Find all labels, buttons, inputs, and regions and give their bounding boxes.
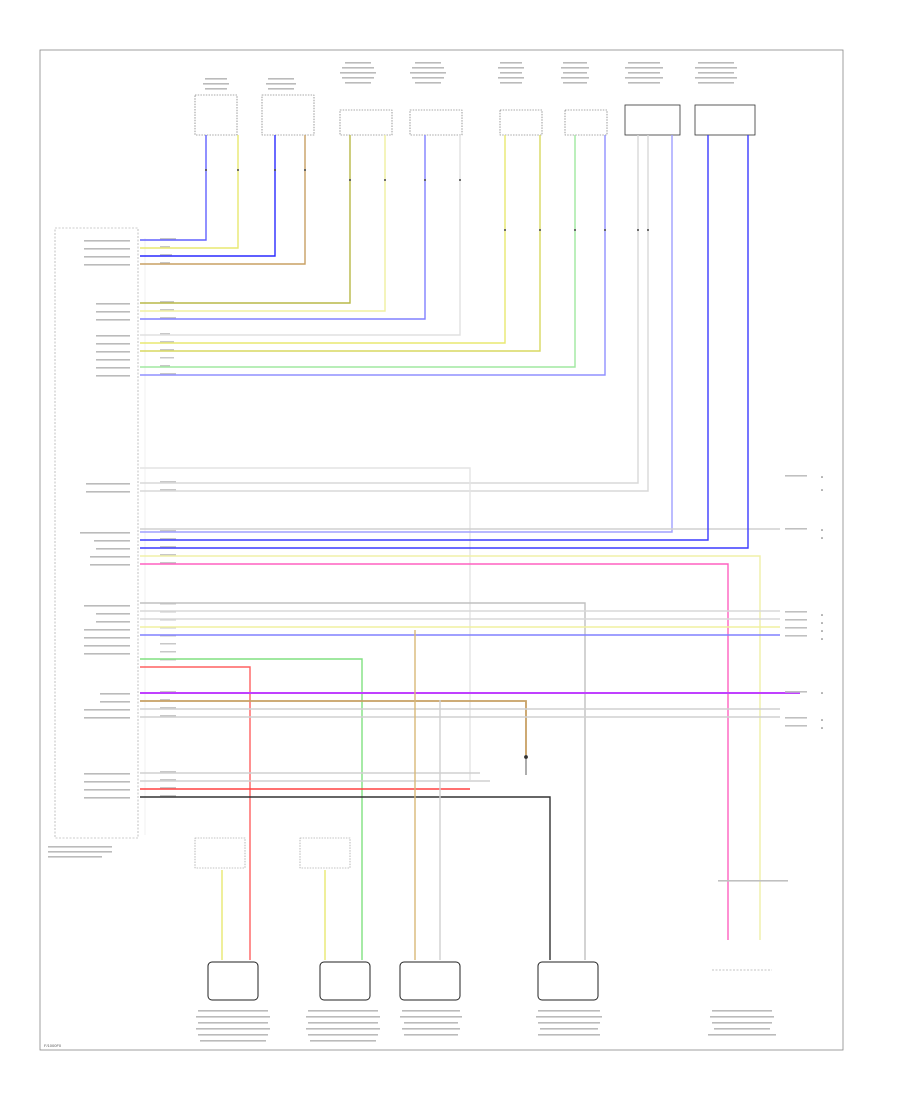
wire-blue-3	[140, 135, 709, 541]
bottom-label-placeholders	[196, 1010, 776, 1042]
component-box-2	[261, 94, 315, 136]
splice-marks	[205, 169, 649, 231]
bottom-component-1	[207, 961, 259, 1001]
wire-yellow-1	[140, 135, 239, 249]
wire-lightgreen	[140, 135, 576, 368]
component-box-6	[564, 109, 608, 136]
component-box-8	[694, 104, 756, 136]
wire-red-1	[140, 666, 251, 960]
wire-blue-1	[140, 135, 207, 241]
right-label-placeholders	[718, 475, 807, 882]
wire-lightblue-1	[140, 135, 426, 320]
wire-tan-2	[140, 700, 527, 755]
bottom-connectors	[194, 837, 351, 869]
component-box-7	[624, 104, 681, 136]
bottom-component-3	[399, 961, 461, 1001]
wire-yellow-4	[140, 135, 541, 352]
ground-symbol	[524, 755, 528, 775]
wire-olive	[140, 135, 351, 304]
left-label-placeholders	[48, 240, 130, 858]
right-terminals	[821, 476, 823, 729]
component-box-3	[339, 109, 393, 136]
wire-pink-1	[140, 563, 729, 940]
wire-label-placeholders	[160, 238, 176, 797]
component-box-5	[499, 109, 543, 136]
component-box-1	[194, 94, 238, 136]
top-label-placeholders	[203, 62, 737, 90]
wire-black-1	[140, 796, 551, 960]
bottom-component-2	[319, 961, 371, 1001]
bottom-component-4	[537, 961, 599, 1001]
wire-grey-5	[140, 602, 586, 960]
wire-tan-1	[140, 135, 306, 265]
top-components	[194, 94, 756, 136]
wire-ltgrey-4	[140, 467, 471, 780]
wire-yellow-5	[140, 555, 761, 940]
wires	[140, 135, 800, 960]
wire-blue-2	[140, 135, 276, 257]
bottom-components	[207, 961, 772, 1001]
wire-grey-3	[140, 135, 649, 492]
diagram-code: F/1000F0	[44, 1043, 62, 1048]
wire-lightblue-2	[140, 135, 606, 376]
wire-grey-2	[140, 135, 639, 484]
wire-lightblue-3	[140, 135, 673, 533]
component-box-4	[409, 109, 463, 136]
wire-yellow-3	[140, 135, 506, 344]
wire-blue-4	[140, 135, 749, 549]
wire-grey-1	[140, 135, 461, 336]
wire-green-1	[140, 658, 363, 960]
wire-yellow-2	[140, 135, 386, 312]
diagram-frame	[39, 49, 844, 1051]
